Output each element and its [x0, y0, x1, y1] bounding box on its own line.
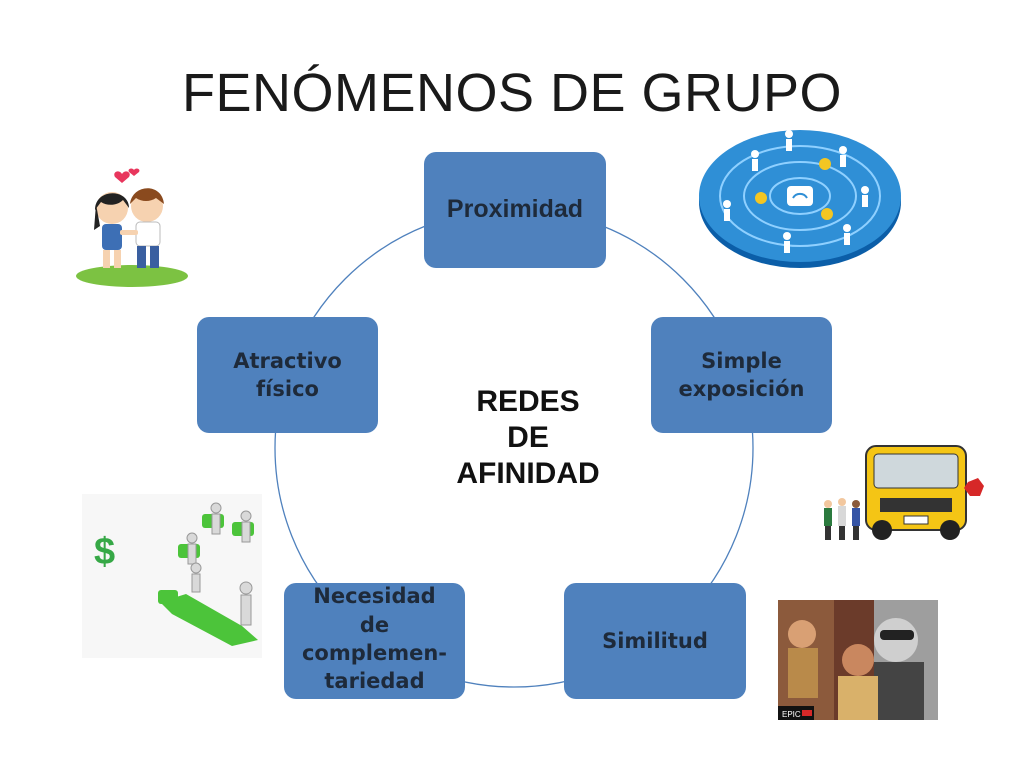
- node-necesidad-line-3: complemen-: [301, 641, 448, 665]
- svg-text:$: $: [94, 531, 115, 573]
- puzzle-teamwork-illustration: $: [82, 494, 262, 658]
- node-necesidad-line-2: de: [359, 612, 390, 637]
- school-bus-illustration: [824, 445, 984, 540]
- node-simple-exposicion: Simple exposición: [651, 317, 832, 433]
- node-necesidad: Necesidad de complemen- tariedad: [284, 583, 465, 699]
- node-proximidad: Proximidad: [424, 152, 606, 268]
- node-atractivo-line-1: Atractivo: [233, 348, 342, 373]
- social-network-icon: [699, 130, 901, 268]
- center-label-line-2: DE: [507, 421, 549, 454]
- couple-illustration: [76, 168, 188, 287]
- slide-title: FENÓMENOS DE GRUPO: [181, 63, 843, 123]
- node-simple-exposicion-line-2: exposición: [678, 377, 805, 401]
- node-similitud-line: Similitud: [602, 628, 708, 653]
- node-similitud: Similitud: [564, 583, 746, 699]
- node-necesidad-line-4: tariedad: [324, 669, 425, 694]
- node-atractivo-fisico: Atractivo físico: [197, 317, 378, 433]
- node-atractivo-line-2: físico: [256, 377, 319, 401]
- center-label: REDES DE AFINIDAD: [428, 384, 628, 492]
- movie-poster-photo: EPIC: [778, 600, 938, 720]
- node-necesidad-line-1: Necesidad: [313, 584, 436, 609]
- poster-logo-text: EPIC: [782, 710, 801, 719]
- node-proximidad-line: Proximidad: [446, 195, 584, 224]
- center-label-line-3: AFINIDAD: [456, 457, 600, 490]
- center-label-line-1: REDES: [476, 385, 580, 418]
- node-simple-exposicion-line-1: Simple: [701, 348, 782, 373]
